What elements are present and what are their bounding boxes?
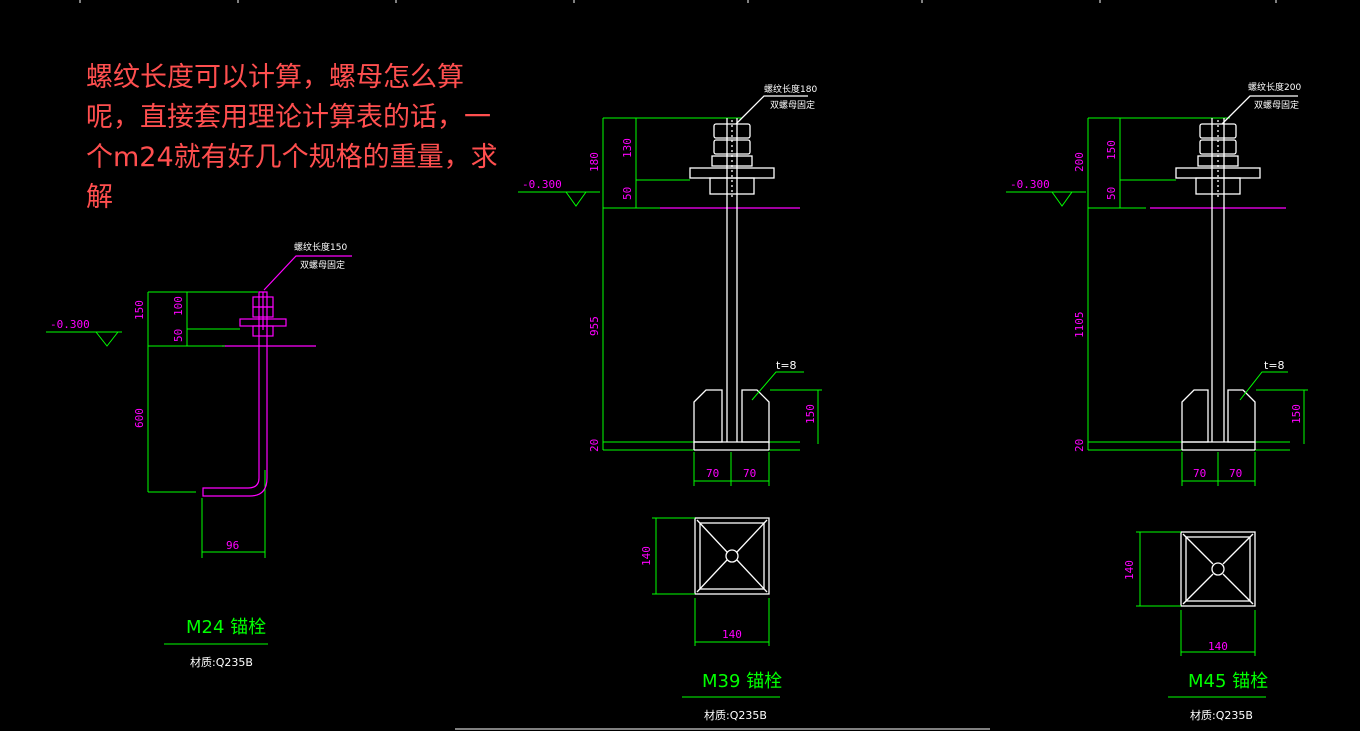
dim-lower: 50: [1105, 187, 1118, 200]
material-label: 材质:Q235B: [190, 655, 253, 669]
bolt-m24: -0.300 150 100 50 600 96 螺纹长度150 双螺母固定 M…: [46, 241, 352, 669]
question-text: 螺纹长度可以计算，螺母怎么算 呢，直接套用理论计算表的话，一 个m24就有好几个…: [86, 62, 498, 213]
dim-upper: 130: [621, 138, 634, 158]
plate-thickness: t=8: [776, 359, 797, 372]
dim-total: 200: [1073, 152, 1086, 172]
nut-note: 双螺母固定: [770, 99, 815, 111]
dim-upper: 100: [172, 296, 185, 316]
dim-half-b: 70: [1229, 467, 1242, 480]
dim-hook: 96: [226, 539, 239, 552]
thread-length-label: 螺纹长度180: [764, 83, 817, 95]
nut-note: 双螺母固定: [300, 259, 345, 271]
dim-plate-height: 150: [804, 404, 817, 424]
dim-lower: 50: [172, 329, 185, 342]
dim-embed: 955: [588, 316, 601, 336]
elevation-label: -0.300: [50, 318, 90, 331]
elevation-label: -0.300: [1010, 178, 1050, 191]
dim-embed: 1105: [1073, 312, 1086, 339]
dim-plate-depth: 140: [640, 546, 653, 566]
dim-plate-width: 140: [722, 628, 742, 641]
bolt-title: M45 锚栓: [1188, 671, 1268, 692]
dim-plate-width: 140: [1208, 640, 1228, 653]
dim-total: 150: [133, 300, 146, 320]
dim-base: 20: [588, 439, 601, 452]
nut-note: 双螺母固定: [1254, 99, 1299, 111]
material-label: 材质:Q235B: [1190, 708, 1253, 722]
dim-upper: 150: [1105, 140, 1118, 160]
thread-length-label: 螺纹长度200: [1248, 81, 1301, 93]
plate-thickness: t=8: [1264, 359, 1285, 372]
dim-half-b: 70: [743, 467, 756, 480]
dim-base: 20: [1073, 439, 1086, 452]
thread-length-label: 螺纹长度150: [294, 241, 347, 253]
elevation-label: -0.300: [522, 178, 562, 191]
dim-plate-depth: 140: [1123, 560, 1136, 580]
bolt-title: M39 锚栓: [702, 671, 782, 692]
dim-plate-height: 150: [1290, 404, 1303, 424]
dim-lower: 50: [621, 187, 634, 200]
bolt-m45: -0.300 200 150 50 1105 20 150 70 70: [1006, 81, 1308, 722]
top-ruler: [79, 0, 1277, 3]
bolt-title: M24 锚栓: [186, 617, 266, 638]
material-label: 材质:Q235B: [704, 708, 767, 722]
dim-embed: 600: [133, 408, 146, 428]
dim-half-a: 70: [1193, 467, 1206, 480]
dim-total: 180: [588, 152, 601, 172]
bolt-m39: -0.300 180 130 50 955 20 150 70 70: [518, 83, 822, 722]
dim-half-a: 70: [706, 467, 719, 480]
